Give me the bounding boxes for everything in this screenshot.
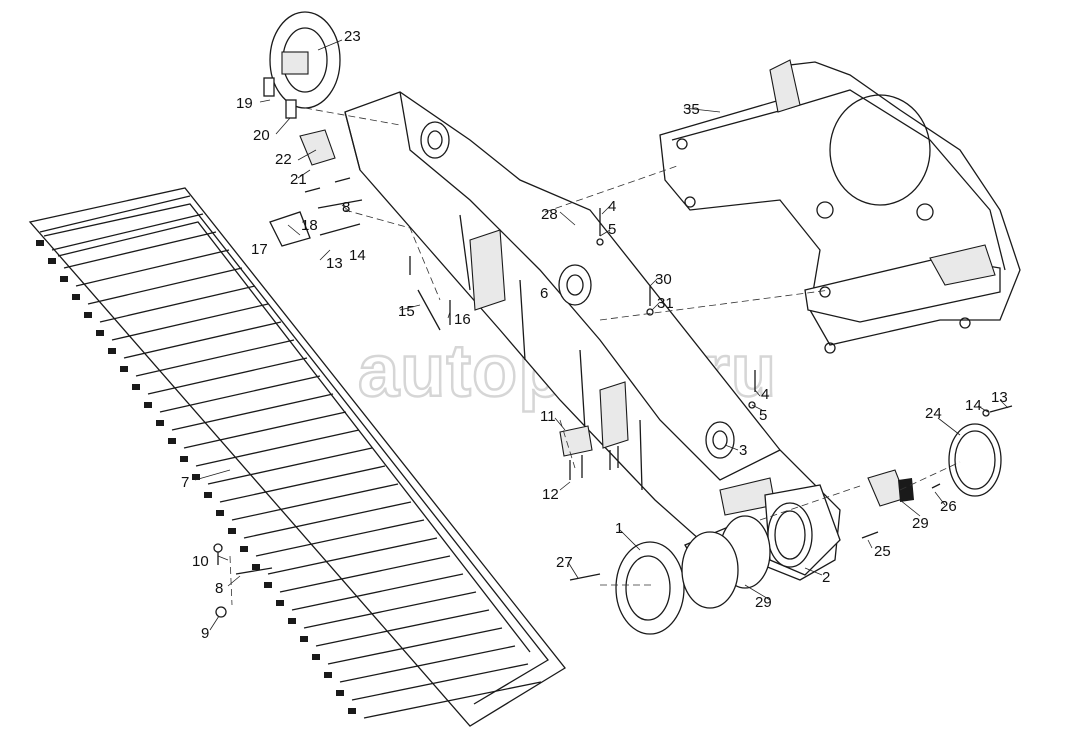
label-11: 11: [540, 408, 556, 425]
label-23: 23: [344, 28, 361, 45]
tensioner-parts: [263, 77, 363, 247]
label-5-right: 5: [759, 407, 767, 424]
label-14-left: 14: [349, 247, 366, 264]
label-9: 9: [201, 625, 209, 642]
label-1: 1: [615, 520, 623, 537]
label-8-bottom: 8: [215, 580, 223, 597]
label-24: 24: [925, 405, 942, 422]
label-18: 18: [301, 217, 318, 234]
label-13-right: 13: [991, 389, 1008, 406]
label-26: 26: [940, 498, 957, 515]
label-30: 30: [655, 271, 672, 288]
label-3: 3: [739, 442, 747, 459]
label-20: 20: [253, 127, 270, 144]
label-21: 21: [290, 171, 307, 188]
label-15: 15: [398, 303, 415, 320]
label-12: 12: [542, 486, 559, 503]
label-19: 19: [236, 95, 253, 112]
label-4-right: 4: [761, 386, 769, 403]
label-29-bottom: 29: [755, 594, 772, 611]
label-6: 6: [540, 285, 548, 302]
label-7: 7: [181, 474, 189, 491]
final-drive: [615, 423, 1002, 635]
label-2: 2: [822, 569, 830, 586]
track-chain: [28, 187, 566, 727]
label-29-right: 29: [912, 515, 929, 532]
label-35: 35: [683, 101, 700, 118]
label-17: 17: [251, 241, 268, 258]
label-22: 22: [275, 151, 292, 168]
label-16: 16: [454, 311, 471, 328]
label-4-top: 4: [608, 198, 616, 215]
label-14-right: 14: [965, 397, 982, 414]
label-8-top: 8: [342, 199, 350, 216]
label-25: 25: [874, 543, 891, 560]
label-5-top: 5: [608, 221, 616, 238]
label-28: 28: [541, 206, 558, 223]
label-10: 10: [192, 553, 209, 570]
label-27: 27: [556, 554, 573, 571]
assembly-center-lines: [229, 107, 961, 606]
idler-wheel: [269, 11, 341, 109]
leader-lines: [194, 39, 1009, 631]
label-31: 31: [657, 295, 674, 312]
upper-frame: [659, 59, 1021, 354]
part-labels: 23 19 20 22 21 8 18 17 13 14 15 16 28 35…: [181, 28, 1008, 642]
label-13-left: 13: [326, 255, 343, 272]
carrier-rollers: [420, 121, 735, 459]
